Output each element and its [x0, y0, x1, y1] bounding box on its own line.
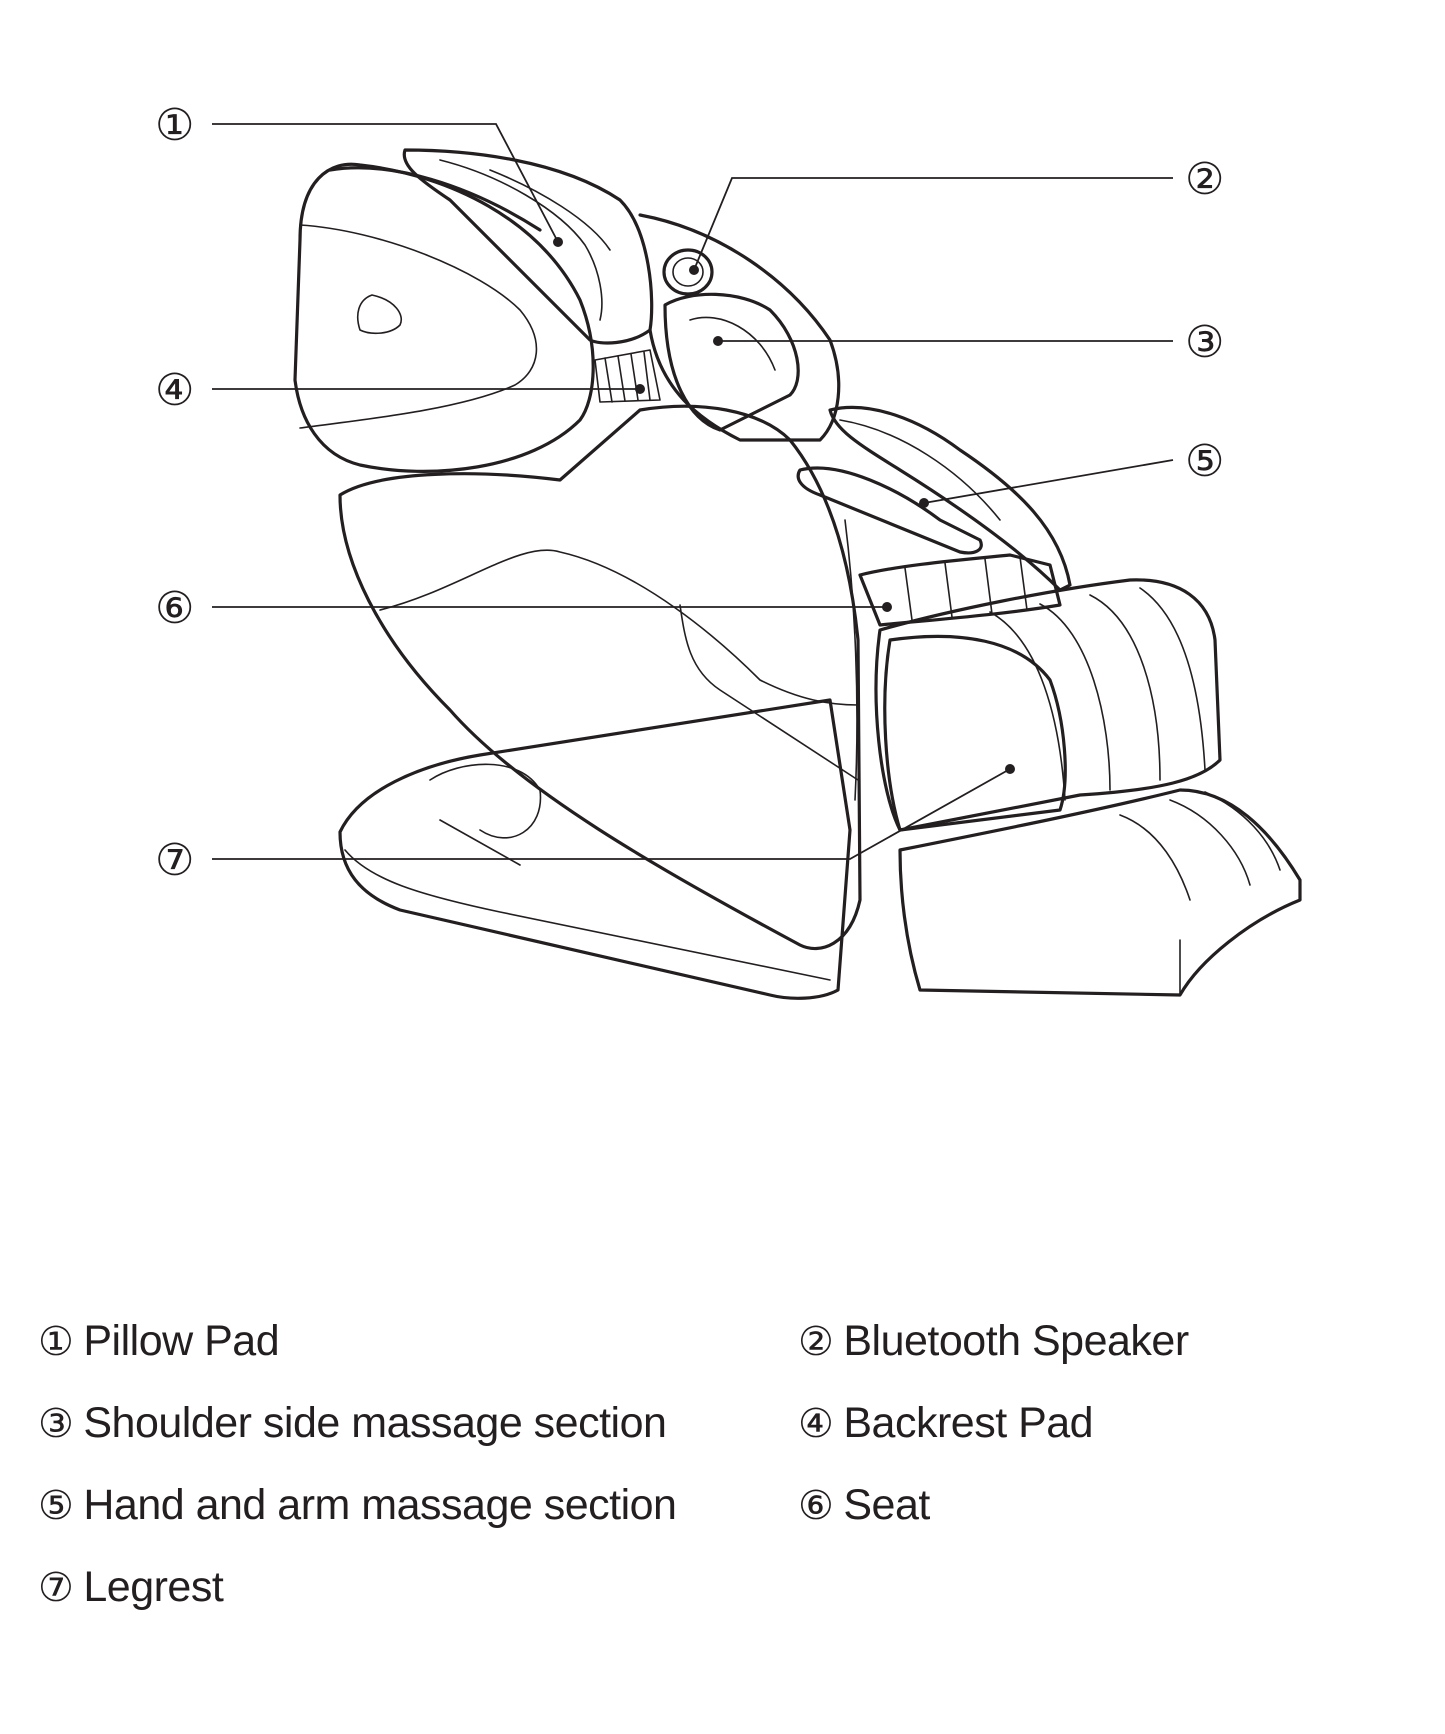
massage-chair-illustration: [293, 148, 1302, 1000]
legend-number: ③: [38, 1401, 74, 1447]
legend-number: ⑦: [38, 1565, 74, 1611]
legend-label: Shoulder side massage section: [83, 1399, 667, 1447]
callout-number-3: ③: [1185, 317, 1224, 368]
legend-label: Hand and arm massage section: [83, 1481, 677, 1529]
legend-number: ⑥: [798, 1483, 834, 1529]
legend-label: Seat: [843, 1481, 930, 1529]
legend-label: Legrest: [83, 1563, 224, 1611]
callout-number-1: ①: [155, 100, 194, 151]
massage-chair-diagram: ① ② ③ ④ ⑤ ⑥ ⑦: [155, 100, 1302, 1000]
callout-number-2: ②: [1185, 154, 1224, 205]
callout-number-7: ⑦: [155, 835, 194, 886]
legend-label: Backrest Pad: [843, 1399, 1094, 1447]
legend-number: ⑤: [38, 1483, 74, 1529]
legend-label: Bluetooth Speaker: [843, 1317, 1189, 1365]
callout-leaders: [212, 123, 1174, 860]
callout-number-4: ④: [155, 365, 194, 416]
callout-numbers: ① ② ③ ④ ⑤ ⑥ ⑦: [155, 100, 1224, 886]
legend-number: ①: [38, 1319, 74, 1365]
legend-number: ②: [798, 1319, 834, 1365]
callout-number-5: ⑤: [1185, 436, 1224, 487]
callout-number-6: ⑥: [155, 583, 194, 634]
legend-number: ④: [798, 1401, 834, 1447]
legend-label: Pillow Pad: [83, 1317, 280, 1365]
